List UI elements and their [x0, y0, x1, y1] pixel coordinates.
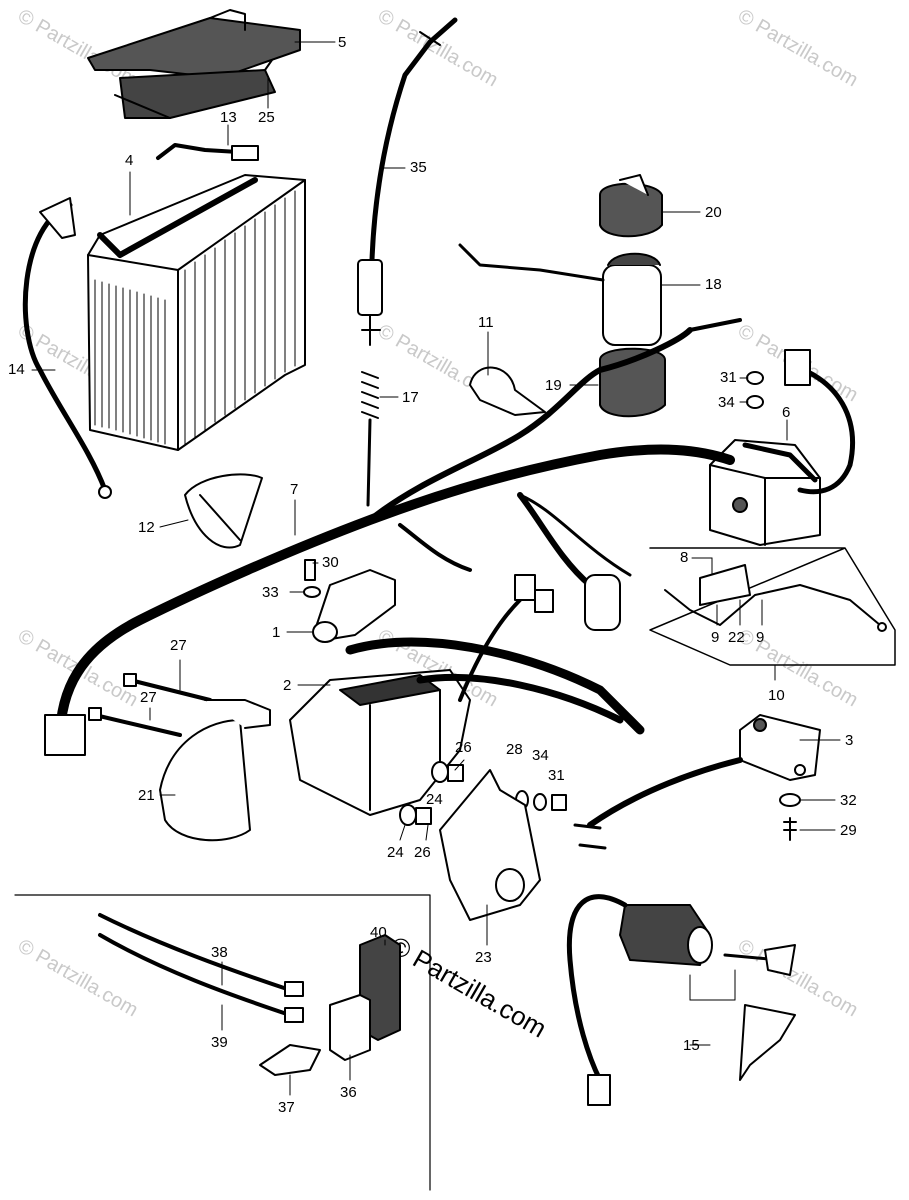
callout-31: 31: [548, 767, 565, 784]
holder-strap: [184, 473, 263, 549]
callout-8: 8: [680, 549, 689, 566]
callout-12: 12: [138, 519, 155, 536]
collar-grommet: [399, 761, 464, 826]
callout-6: 6: [782, 404, 791, 421]
callout-17: 17: [402, 389, 419, 406]
callout-33: 33: [262, 584, 279, 601]
callout-21: 21: [138, 787, 155, 804]
callout-22: 22: [728, 629, 745, 646]
ignition-coil: [289, 574, 645, 816]
condenser: [584, 574, 621, 631]
ignition-unit: [573, 714, 821, 850]
callout-20: 20: [705, 204, 722, 221]
washer: [779, 793, 801, 807]
callout-27: 27: [140, 689, 157, 706]
callout-23: 23: [475, 949, 492, 966]
callout-29: 29: [840, 822, 857, 839]
rectifier: [329, 934, 401, 1061]
callout-7: 7: [290, 481, 299, 498]
callout-11: 11: [478, 314, 494, 331]
coil-bracket: [439, 769, 541, 921]
callout-36: 36: [340, 1084, 357, 1101]
bracket-plate: [259, 1044, 321, 1076]
voltage-regulator: [709, 439, 821, 546]
callout-15: 15: [683, 1037, 700, 1054]
callout-3: 3: [845, 732, 854, 749]
callout-24: 24: [387, 844, 404, 861]
callout-39: 39: [211, 1034, 228, 1051]
callout-32: 32: [840, 792, 857, 809]
callout-25: 25: [258, 109, 275, 126]
callout-27: 27: [170, 637, 187, 654]
nut: [746, 371, 764, 385]
battery-terminal-cable: [156, 143, 259, 161]
spring-washer: [533, 793, 547, 811]
spark-unit: [312, 569, 396, 643]
battery: [87, 174, 306, 451]
rubber-band: [469, 366, 546, 416]
callout-10: 10: [768, 687, 785, 704]
battery-strap: [87, 9, 301, 119]
ignition-switch: [566, 894, 796, 1106]
callout-26: 26: [455, 739, 472, 756]
nut: [551, 794, 567, 811]
horn: [159, 699, 271, 842]
callout-28: 28: [506, 741, 523, 758]
callout-18: 18: [705, 276, 722, 293]
callout-35: 35: [410, 159, 427, 176]
screw: [783, 817, 797, 841]
callout-40: 40: [370, 924, 387, 941]
wire-harness: [44, 318, 742, 756]
callout-26: 26: [414, 844, 431, 861]
callout-31: 31: [720, 369, 737, 386]
connector-plug: [784, 349, 811, 386]
callout-19: 19: [545, 377, 562, 394]
callout-4: 4: [125, 152, 134, 169]
callout-34: 34: [718, 394, 735, 411]
ground-cable: [22, 197, 112, 499]
callout-34: 34: [532, 747, 549, 764]
inset-frame: [14, 894, 431, 1191]
callout-5: 5: [338, 34, 347, 51]
spring-washer: [746, 395, 764, 409]
starter-cable: [357, 17, 458, 507]
callout-1: 1: [272, 624, 281, 641]
callout-38: 38: [211, 944, 228, 961]
callout-9: 9: [756, 629, 765, 646]
callout-13: 13: [220, 109, 237, 126]
leader-lines: [31, 41, 841, 1096]
callout-37: 37: [278, 1099, 295, 1116]
callout-2: 2: [283, 677, 292, 694]
callout-30: 30: [322, 554, 339, 571]
bolt: [88, 673, 212, 737]
screw-washer: [303, 559, 321, 598]
callout-9: 9: [711, 629, 720, 646]
callout-14: 14: [8, 361, 25, 378]
lead-wires: [98, 913, 304, 1023]
regulator-wire: [787, 362, 855, 495]
callout-24: 24: [426, 791, 443, 808]
